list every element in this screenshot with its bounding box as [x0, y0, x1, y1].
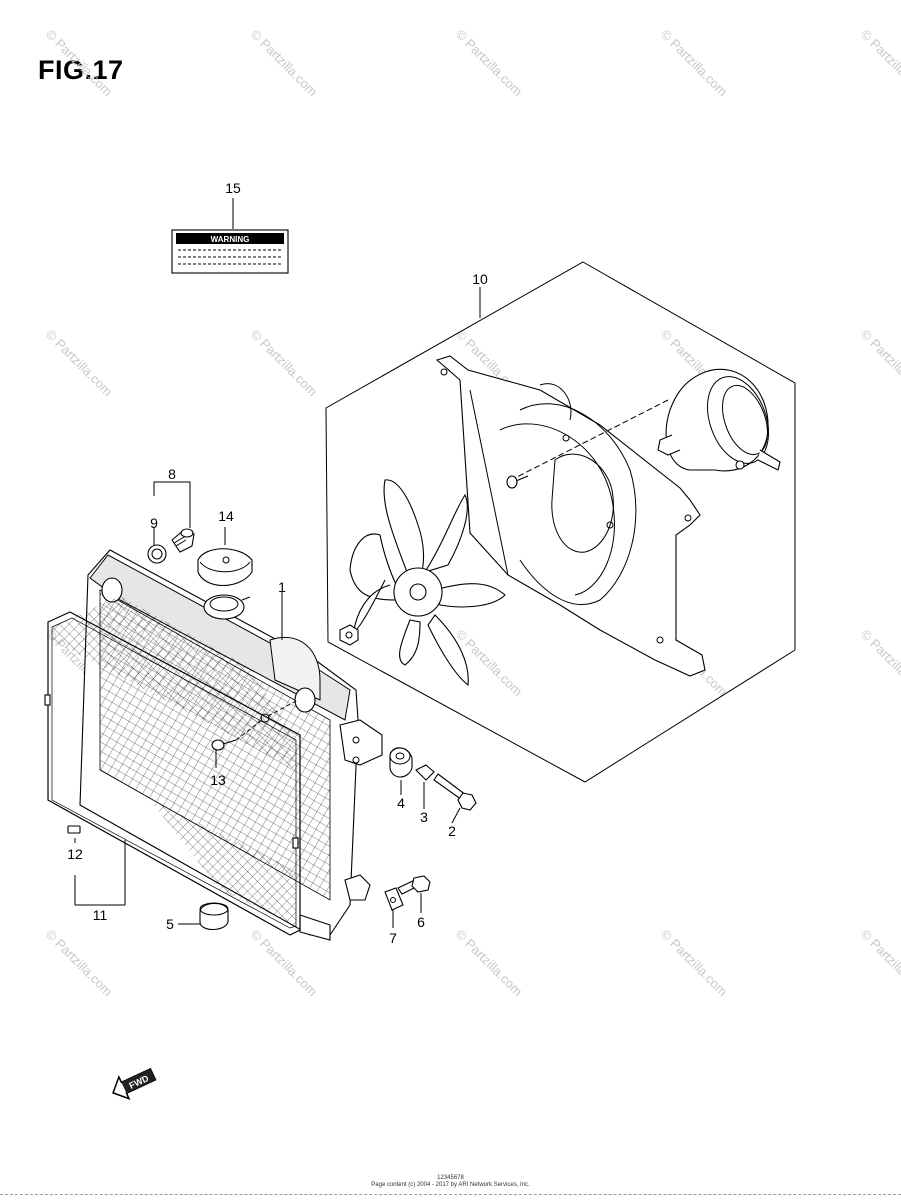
fan-nut-part[interactable] [339, 624, 359, 646]
watermark-text: © Partzilla.com [248, 27, 321, 100]
callout-12: 12 [67, 846, 83, 862]
callout-9: 9 [150, 515, 158, 531]
watermark-text: © Partzilla.com [658, 927, 731, 1000]
clip-part[interactable] [67, 825, 81, 834]
callouts: 1 2 3 4 5 6 7 8 9 10 11 12 13 14 15 [67, 180, 488, 946]
mount-cushion-part[interactable] [199, 902, 229, 931]
callout-13: 13 [210, 772, 226, 788]
radiator-cap-part[interactable] [197, 548, 253, 586]
callout-4: 4 [397, 795, 405, 811]
motor-screw-part[interactable] [506, 475, 529, 489]
radiator-screen-part[interactable] [44, 596, 301, 936]
warning-label-part[interactable]: WARNING [171, 229, 289, 274]
watermark-text: © Partzilla.com [858, 627, 901, 700]
callout-7: 7 [389, 930, 397, 946]
watermark-text: © Partzilla.com [43, 327, 116, 400]
watermark-text: © Partzilla.com [453, 27, 526, 100]
fan-assembly-box [325, 261, 796, 783]
footer-code: 12345678 [437, 1175, 464, 1181]
callout-15: 15 [225, 180, 241, 196]
watermark-text: © Partzilla.com [248, 327, 321, 400]
filler-neck-part[interactable] [203, 594, 251, 620]
watermark-text: © Partzilla.com [248, 927, 321, 1000]
watermark-text: © Partzilla.com [43, 927, 116, 1000]
screen-screw-part[interactable] [211, 699, 299, 751]
callout-10: 10 [472, 271, 488, 287]
watermark-text: © Partzilla.com [858, 927, 901, 1000]
callout-2: 2 [448, 823, 456, 839]
figure-title: FIG.17 [38, 55, 124, 85]
footer-copyright: Page content (c) 2004 - 2017 by ARI Netw… [371, 1182, 530, 1188]
watermark-text: © Partzilla.com [858, 327, 901, 400]
warning-label-header: WARNING [211, 235, 250, 244]
callout-6: 6 [417, 914, 425, 930]
o-ring-part[interactable] [147, 544, 167, 564]
collar-part[interactable] [415, 764, 435, 781]
bolt-small-part[interactable] [397, 875, 431, 895]
watermark-text: © Partzilla.com [658, 27, 731, 100]
callout-14: 14 [218, 508, 234, 524]
callout-1: 1 [278, 579, 286, 595]
callout-3: 3 [420, 809, 428, 825]
bottom-divider [0, 1194, 901, 1195]
watermark-text: © Partzilla.com [453, 927, 526, 1000]
watermark-text: © Partzilla.com [43, 27, 116, 100]
callout-11: 11 [93, 907, 108, 923]
fan-motor-part[interactable] [514, 368, 781, 479]
leader-lines [74, 198, 481, 928]
forward-arrow-icon: FWD [112, 1067, 157, 1101]
callout-5: 5 [166, 916, 174, 932]
nut-clip-part[interactable] [384, 887, 404, 911]
callout-8: 8 [168, 466, 176, 482]
drain-plug-part[interactable] [171, 528, 195, 553]
watermark-text: © Partzilla.com [858, 27, 901, 100]
fan-shroud-part[interactable] [435, 355, 706, 677]
fan-blade-part[interactable] [349, 479, 506, 687]
grommet-part[interactable] [389, 747, 413, 778]
bolt-part[interactable] [433, 773, 477, 811]
